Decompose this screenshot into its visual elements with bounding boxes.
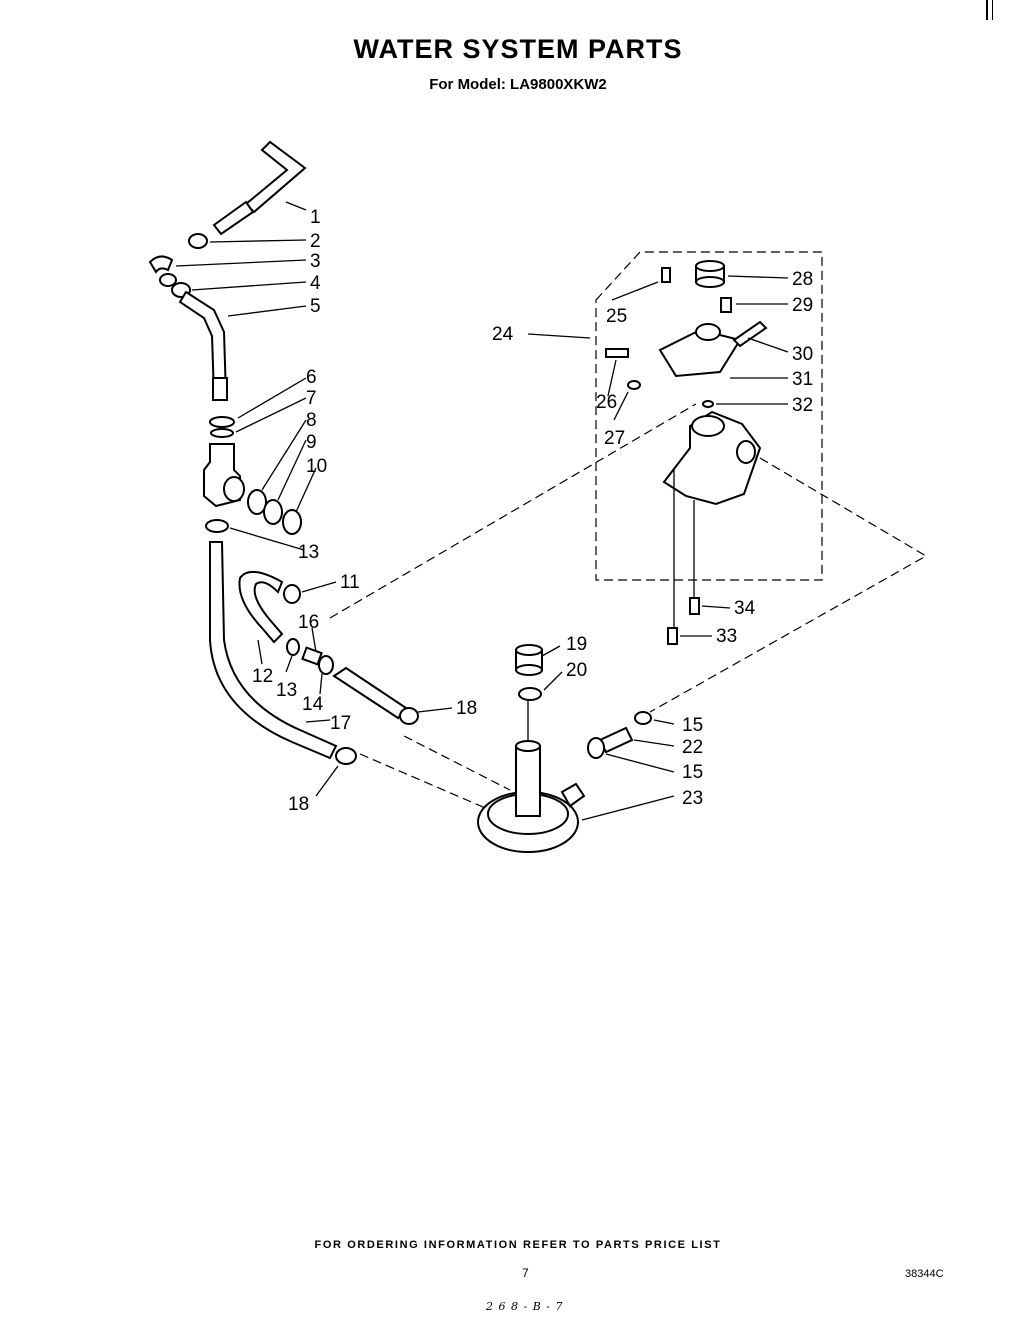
callout-11: 11 [340, 572, 360, 593]
callout-7: 7 [306, 388, 317, 409]
connector-part-16 [301, 646, 334, 675]
clamp-part-13-upper [205, 519, 229, 533]
callout-27: 27 [604, 428, 625, 449]
callout-16: 16 [298, 612, 319, 633]
screw-part-34 [689, 597, 700, 615]
hose-part-3-4-5 [148, 255, 228, 401]
screw-part-25 [661, 267, 671, 283]
valve-body-part-8 [203, 443, 245, 508]
callout-4: 4 [310, 273, 321, 294]
screw-part-33 [667, 627, 678, 645]
callout-18-upper: 18 [456, 698, 477, 719]
document-code: 38344C [905, 1268, 944, 1280]
clamp-part-13-lower [286, 638, 300, 656]
clamp-part-6 [209, 416, 235, 428]
callout-28: 28 [792, 269, 813, 290]
callout-3: 3 [310, 251, 321, 272]
callout-34: 34 [734, 598, 756, 619]
bolt-part-29 [720, 297, 732, 313]
pump-base-part-23 [477, 740, 586, 853]
callout-13-upper: 13 [298, 542, 319, 563]
callout-8: 8 [306, 410, 317, 431]
clip-part-27 [627, 380, 641, 390]
clamp-part-11 [283, 584, 301, 604]
clamp-part-15-upper [634, 711, 652, 725]
callout-26: 26 [596, 392, 617, 413]
page-title: WATER SYSTEM PARTS [353, 34, 683, 64]
callout-19: 19 [566, 634, 587, 655]
handwritten-note: 2 6 8 - B - 7 [486, 1300, 564, 1313]
pump-housing [662, 410, 762, 506]
callout-15-lower: 15 [682, 762, 703, 783]
hose-part-1 [212, 140, 307, 236]
clamp-part-18-upper [399, 707, 419, 725]
agitator-drive-part-31 [658, 323, 742, 378]
cap-part-28 [695, 260, 725, 288]
model-subtitle: For Model: LA9800XKW2 [429, 76, 607, 93]
washer-part-20 [518, 687, 542, 701]
callout-13-lower: 13 [276, 680, 297, 701]
callout-20: 20 [566, 660, 587, 681]
leader-lines [175, 201, 789, 821]
lever-part-30 [732, 320, 768, 348]
ring-part-9a [247, 489, 267, 515]
callout-22: 22 [682, 737, 703, 758]
callout-30: 30 [792, 344, 813, 365]
hose-part-14 [332, 666, 408, 720]
corner-mark [986, 0, 993, 20]
callout-12: 12 [252, 666, 273, 687]
pin-part-26 [605, 348, 629, 358]
ordering-note: FOR ORDERING INFORMATION REFER TO PARTS … [314, 1239, 722, 1251]
clamp-part-2 [188, 233, 208, 249]
callout-18-lower: 18 [288, 794, 309, 815]
callout-9: 9 [306, 432, 317, 453]
callout-15-upper: 15 [682, 715, 703, 736]
page-number: 7 [522, 1266, 529, 1280]
hose-part-17 [209, 541, 338, 760]
callout-23: 23 [682, 788, 703, 809]
assembly-box-24 [595, 251, 823, 581]
clamp-part-18-lower [335, 747, 357, 765]
callout-32: 32 [792, 395, 813, 416]
callout-14: 14 [302, 694, 324, 715]
washer-part-7 [210, 428, 234, 438]
seal-part-19 [515, 644, 543, 676]
callout-2: 2 [310, 231, 321, 252]
callout-33: 33 [716, 626, 737, 647]
hose-part-12 [238, 571, 284, 644]
ring-part-9b [263, 499, 283, 525]
callout-17: 17 [330, 713, 351, 734]
callout-24: 24 [492, 324, 514, 345]
clamp-part-15-lower [587, 737, 605, 759]
guide-lines [329, 403, 928, 811]
callout-1: 1 [310, 207, 321, 228]
callout-31: 31 [792, 369, 813, 390]
callout-29: 29 [792, 295, 813, 316]
callout-25: 25 [606, 306, 627, 327]
ring-part-10 [282, 509, 302, 535]
callout-5: 5 [310, 296, 321, 317]
callout-6: 6 [306, 367, 317, 388]
washer-part-32 [702, 400, 714, 408]
callout-10: 10 [306, 456, 327, 477]
